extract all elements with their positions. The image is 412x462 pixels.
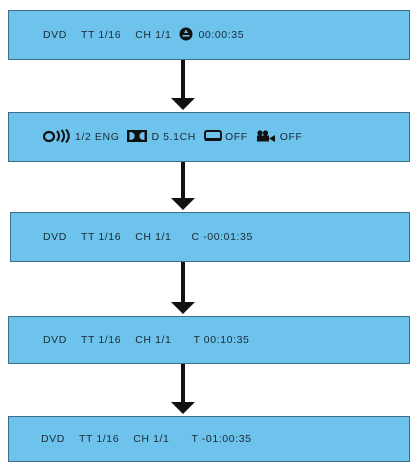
subtitle-icon (203, 129, 222, 145)
osd-bar-5: DVD TT 1/16 CH 1/1 T -01:00:35 (8, 416, 410, 462)
chapter-counter: CH 1/1 (135, 29, 172, 41)
angle-status: OFF (279, 131, 303, 143)
audio-icon (42, 128, 71, 146)
dolby-format: D 5.1CH (151, 131, 196, 143)
title-counter: TT 1/16 (80, 231, 122, 243)
title-counter: TT 1/16 (78, 433, 120, 445)
osd-bar-3: DVD TT 1/16 CH 1/1 C -00:01:35 (10, 212, 410, 262)
flow-arrow-2 (168, 162, 198, 212)
chapter-remaining-time: C -00:01:35 (191, 231, 253, 243)
dvd-label: DVD (41, 433, 65, 445)
flow-arrow-1 (168, 60, 198, 112)
title-counter: TT 1/16 (80, 334, 122, 346)
chapter-counter: CH 1/1 (135, 231, 172, 243)
subtitle-status: OFF (224, 131, 248, 143)
dvd-label: DVD (43, 29, 67, 41)
flow-arrow-4 (168, 364, 198, 416)
osd-bar-1: DVD TT 1/16 CH 1/1 00:00:35 (8, 10, 410, 60)
dolby-icon (127, 129, 148, 145)
title-remaining-time: T -01:00:35 (191, 433, 252, 445)
camera-angle-icon (256, 129, 276, 145)
osd-bar-2: 1/2 ENG D 5.1CH OFF OFF (8, 112, 410, 162)
chapter-counter: CH 1/1 (133, 433, 170, 445)
chapter-counter: CH 1/1 (135, 334, 172, 346)
disc-icon (179, 27, 193, 44)
dvd-label: DVD (43, 231, 67, 243)
title-elapsed-time: T 00:10:35 (193, 334, 250, 346)
elapsed-time: 00:00:35 (198, 29, 245, 41)
title-counter: TT 1/16 (80, 29, 122, 41)
dvd-label: DVD (43, 334, 67, 346)
audio-track: 1/2 ENG (75, 131, 120, 143)
flow-arrow-3 (168, 262, 198, 316)
osd-bar-4: DVD TT 1/16 CH 1/1 T 00:10:35 (8, 316, 410, 364)
